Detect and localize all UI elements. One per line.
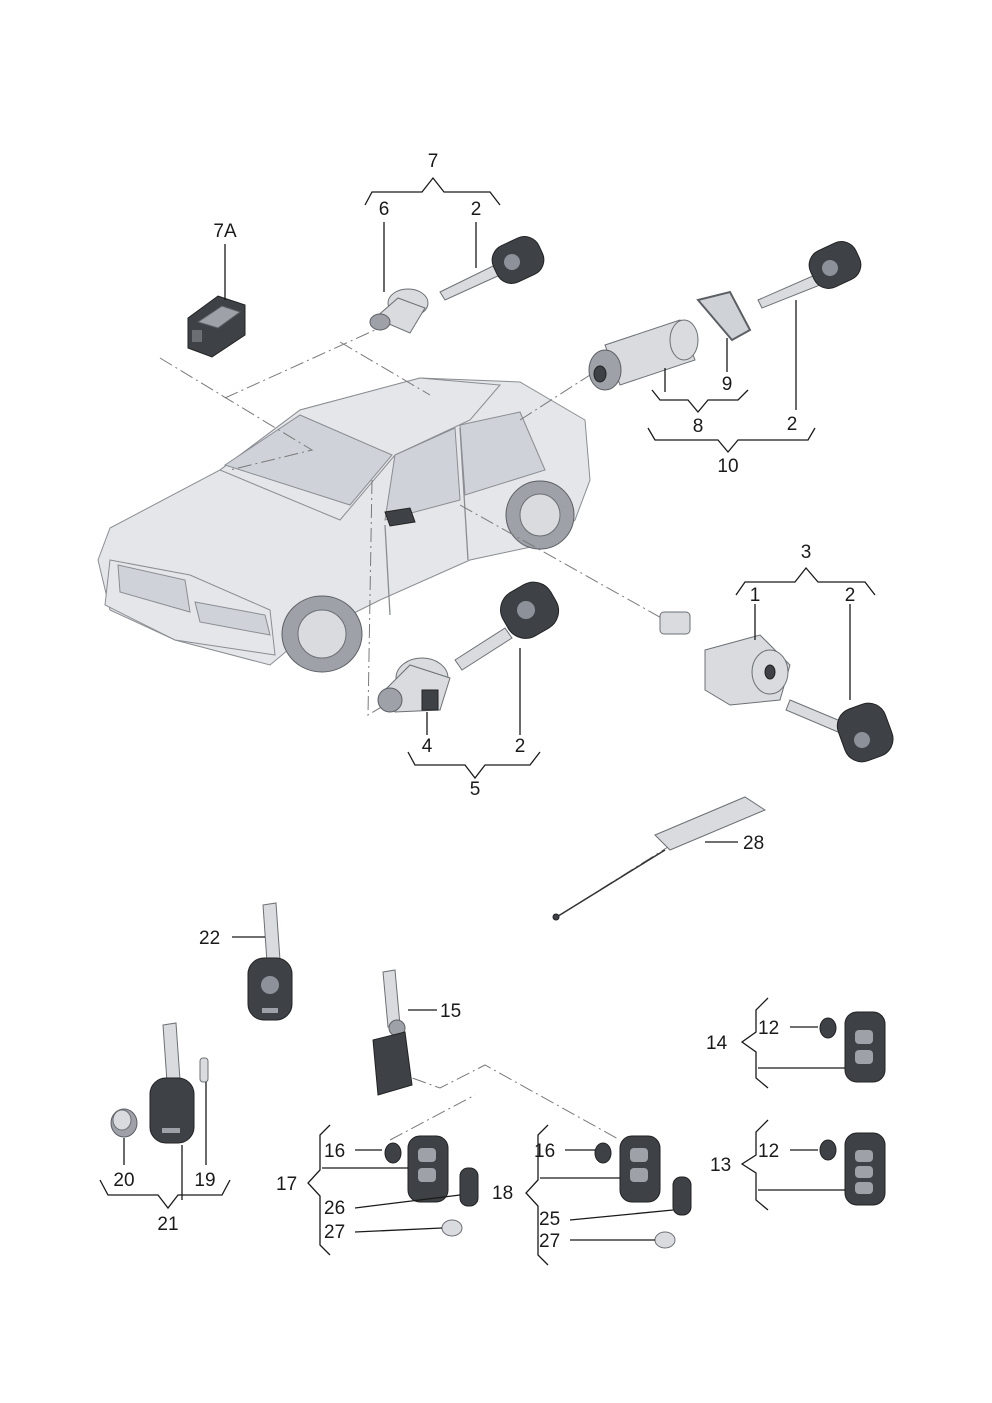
lock-cylinder-8-part [588,319,699,391]
callout-5: 5 [470,779,481,800]
callout-7a: 7A [213,221,237,242]
callout-2-key-right: 2 [845,585,856,606]
key-22-part [247,902,293,1021]
callout-2-key-top-right: 2 [787,414,798,435]
lock-cylinder-6-part [369,288,429,334]
callout-22: 22 [199,928,220,949]
key-middle-part [454,581,560,671]
callout-26: 26 [324,1198,345,1219]
callout-20: 20 [113,1170,134,1191]
callout-13: 13 [710,1155,731,1176]
callout-27-left: 27 [324,1222,345,1243]
callout-25: 25 [539,1209,560,1230]
leader-lines [99,176,876,1266]
callout-28: 28 [743,833,764,854]
callout-2-key-top-left: 2 [471,199,482,220]
callout-16-left: 16 [324,1141,345,1162]
key-top-left-part [439,236,545,301]
callout-10: 10 [717,456,738,477]
callout-16-right: 16 [534,1141,555,1162]
transponder-19-part [199,1057,209,1083]
key-right-part [785,699,894,763]
callout-12-bottom: 12 [758,1141,779,1162]
callout-7: 7 [428,151,439,172]
callout-19: 19 [194,1170,215,1191]
gasket-9-part [696,290,752,342]
callout-1: 1 [750,585,761,606]
lock-assembly-1-part [659,611,791,706]
remote-18-parts [594,1135,692,1249]
callout-17: 17 [276,1174,297,1195]
callout-14: 14 [706,1033,728,1054]
callout-labels: 7 6 2 7A 9 8 2 10 3 1 2 4 2 5 28 22 15 2… [113,151,855,1252]
callout-15: 15 [440,1001,461,1022]
callout-9: 9 [722,374,733,395]
battery-20-part [110,1108,138,1138]
callout-4: 4 [422,736,433,757]
key-21-part [149,1022,195,1144]
callout-3: 3 [801,542,812,563]
key-top-right-part [757,241,862,309]
callout-8: 8 [693,416,704,437]
callout-18: 18 [492,1183,513,1204]
callout-27-right: 27 [539,1231,560,1252]
key-15-part [372,969,413,1096]
callout-6: 6 [379,199,390,220]
key-tag-28-part [552,796,767,921]
remote-14-parts [819,1011,886,1083]
callout-21: 21 [157,1214,178,1235]
car-illustration [97,377,591,673]
ignition-lock-4-part [377,657,451,713]
callout-12-top: 12 [758,1018,779,1039]
remote-13-parts [819,1132,886,1206]
remote-17-parts [384,1135,479,1237]
callout-2-key-middle: 2 [515,736,526,757]
switch-7a-part [187,295,246,358]
